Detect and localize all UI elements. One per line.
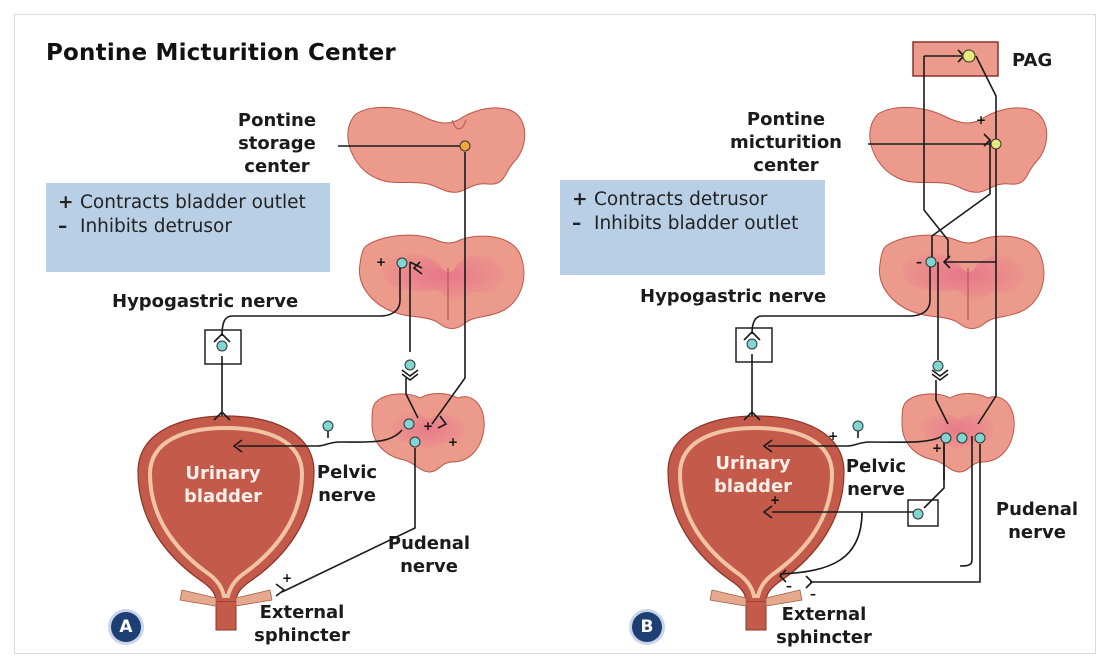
svg-text:+: + xyxy=(932,441,942,455)
pontine-micturition-center-label: Pontine micturition center xyxy=(716,108,856,177)
svg-text:–: – xyxy=(916,255,922,269)
legend-b-sign-2: – xyxy=(572,212,594,236)
label-line: External xyxy=(244,601,360,624)
legend-a: + Contracts bladder outlet – Inhibits de… xyxy=(46,183,330,272)
label-line: bladder xyxy=(164,485,282,508)
panel-b-badge: B xyxy=(632,612,662,642)
label-line: Pelvic xyxy=(840,455,912,478)
legend-a-sign-2: – xyxy=(58,215,80,239)
svg-text:+: + xyxy=(376,255,386,269)
neuron-pontine-storage xyxy=(460,141,470,151)
neuron-a-thoracolumbar xyxy=(397,258,407,268)
pag-label: PAG xyxy=(1012,49,1052,72)
label-line: nerve xyxy=(312,484,382,507)
neuron-b-sacral-3 xyxy=(975,433,985,443)
neuron-b-sacral-1 xyxy=(941,433,951,443)
pons-a xyxy=(348,107,525,192)
label-line: Pudenal xyxy=(984,498,1090,521)
external-sphincter-label-a: External sphincter xyxy=(244,601,360,647)
neuron-a-hypogastric xyxy=(217,341,227,351)
neuron-pag xyxy=(963,50,975,62)
label-line: Pontine xyxy=(716,108,856,131)
label-line: Pelvic xyxy=(312,461,382,484)
figure-title: Pontine Micturition Center xyxy=(46,40,396,66)
legend-b: + Contracts detrusor – Inhibits bladder … xyxy=(560,180,825,275)
neuron-b-dorsal-root xyxy=(933,361,943,371)
label-line: center xyxy=(716,154,856,177)
legend-a-sign-1: + xyxy=(58,191,80,215)
label-line: Pontine xyxy=(222,109,332,132)
label-line: nerve xyxy=(984,521,1090,544)
pons-b xyxy=(870,107,1047,192)
label-line: nerve xyxy=(374,555,484,578)
label-line: Urinary xyxy=(694,452,812,475)
pag-box xyxy=(913,42,998,76)
hypogastric-nerve-label-b: Hypogastric nerve xyxy=(640,285,826,308)
neuron-b-thoracolumbar xyxy=(926,257,936,267)
pontine-storage-center-label: Pontine storage center xyxy=(222,109,332,178)
svg-text:–: – xyxy=(810,587,816,601)
svg-text:+: + xyxy=(448,435,458,449)
label-line: storage xyxy=(222,132,332,155)
legend-a-text-2: Inhibits detrusor xyxy=(80,215,232,239)
svg-text:+: + xyxy=(423,419,433,433)
label-line: Urinary xyxy=(164,462,282,485)
legend-a-item-2: – Inhibits detrusor xyxy=(58,215,318,239)
pelvic-nerve-label-a: Pelvic nerve xyxy=(312,461,382,507)
legend-a-item-1: + Contracts bladder outlet xyxy=(58,191,318,215)
neuron-a-pelvic-afferent xyxy=(323,421,333,431)
neuron-pontine-micturition xyxy=(991,139,1001,149)
neuron-b-hypogastric xyxy=(747,339,757,349)
legend-b-item-1: + Contracts detrusor xyxy=(572,188,813,212)
neuron-b-sacral-2 xyxy=(957,433,967,443)
hypogastric-nerve-label-a: Hypogastric nerve xyxy=(112,290,298,313)
neuron-a-dorsal-root xyxy=(405,360,415,370)
neuron-a-sacral-2 xyxy=(410,437,420,447)
label-line: center xyxy=(222,155,332,178)
label-line: External xyxy=(766,603,882,626)
pudenal-nerve-label-b: Pudenal nerve xyxy=(984,498,1090,544)
svg-text:+: + xyxy=(828,429,838,443)
legend-a-text-1: Contracts bladder outlet xyxy=(80,191,306,215)
neuron-a-sacral-1 xyxy=(404,419,414,429)
label-line: sphincter xyxy=(766,626,882,649)
panel-a-badge: A xyxy=(111,612,141,642)
svg-text:+: + xyxy=(282,571,292,585)
neuron-b-pelvic-afferent xyxy=(853,421,863,431)
urinary-bladder-label-a: Urinary bladder xyxy=(164,462,282,508)
legend-b-text-2: Inhibits bladder outlet xyxy=(594,212,798,236)
legend-b-sign-1: + xyxy=(572,188,594,212)
pelvic-nerve-label-b: Pelvic nerve xyxy=(840,455,912,501)
label-line: nerve xyxy=(840,478,912,501)
svg-text:+: + xyxy=(976,113,986,127)
urinary-bladder-label-b: Urinary bladder xyxy=(694,452,812,498)
label-line: bladder xyxy=(694,475,812,498)
label-line: micturition xyxy=(716,131,856,154)
label-line: sphincter xyxy=(244,624,360,647)
neuron-b-pelvic-ganglion xyxy=(913,509,923,519)
external-sphincter-label-b: External sphincter xyxy=(766,603,882,649)
label-line: Pudenal xyxy=(374,532,484,555)
svg-text:–: – xyxy=(786,579,792,593)
legend-b-item-2: – Inhibits bladder outlet xyxy=(572,212,813,236)
legend-b-text-1: Contracts detrusor xyxy=(594,188,767,212)
pudenal-nerve-label-a: Pudenal nerve xyxy=(374,532,484,578)
